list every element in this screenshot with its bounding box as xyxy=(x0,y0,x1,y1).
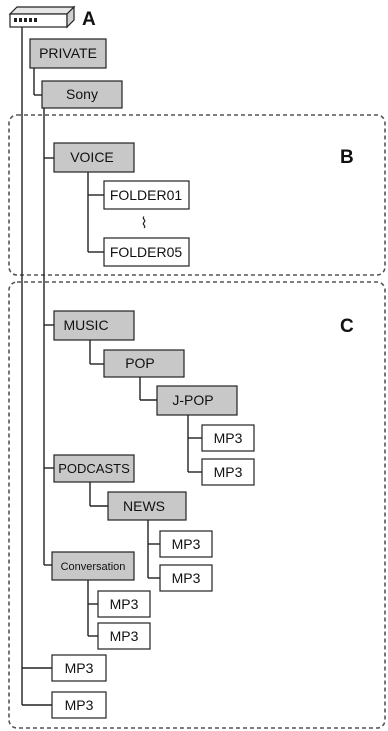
folder-folder01-label: FOLDER01 xyxy=(110,187,183,203)
file-news-mp3-2-label: MP3 xyxy=(172,570,201,586)
folder-voice: VOICE xyxy=(53,142,135,173)
region-c-box xyxy=(8,281,386,729)
file-jpop-mp3-1: MP3 xyxy=(201,424,255,452)
file-root-mp3-1: MP3 xyxy=(51,654,107,682)
file-jpop-mp3-2: MP3 xyxy=(201,458,255,486)
folder-jpop: J-POP xyxy=(156,385,238,416)
file-conversation-mp3-1: MP3 xyxy=(97,590,151,618)
folder-conversation: Conversation xyxy=(51,551,135,581)
folder-news: NEWS xyxy=(107,491,187,521)
region-b-box xyxy=(8,114,386,276)
folder-pop-label: POP xyxy=(125,355,155,371)
folder-private-label: PRIVATE xyxy=(39,45,97,61)
file-conversation-mp3-2-label: MP3 xyxy=(110,628,139,644)
marker-a: A xyxy=(82,9,96,30)
file-root-mp3-2-label: MP3 xyxy=(65,697,94,713)
folder-podcasts: PODCASTS xyxy=(53,454,135,483)
storage-device-icon xyxy=(8,5,76,29)
marker-c: C xyxy=(340,316,354,337)
folder-news-label: NEWS xyxy=(123,498,165,514)
file-jpop-mp3-2-label: MP3 xyxy=(214,464,243,480)
folder-private: PRIVATE xyxy=(29,38,107,69)
file-root-mp3-2: MP3 xyxy=(51,691,107,719)
file-news-mp3-1: MP3 xyxy=(159,530,213,558)
folder-sony: Sony xyxy=(41,80,123,109)
file-root-mp3-1-label: MP3 xyxy=(65,660,94,676)
folder-sony-label: Sony xyxy=(66,86,98,102)
folder-folder05-label: FOLDER05 xyxy=(110,244,183,260)
file-jpop-mp3-1-label: MP3 xyxy=(214,430,243,446)
folder-jpop-label: J-POP xyxy=(172,392,213,408)
folder-voice-label: VOICE xyxy=(70,149,114,165)
file-conversation-mp3-2: MP3 xyxy=(97,622,151,650)
folder-music-label: MUSIC xyxy=(63,317,108,333)
folder-ellipsis: ⌇ xyxy=(140,214,147,232)
file-news-mp3-2: MP3 xyxy=(159,564,213,592)
file-news-mp3-1-label: MP3 xyxy=(172,536,201,552)
marker-b: B xyxy=(340,147,354,168)
folder-pop: POP xyxy=(103,349,185,378)
folder-podcasts-label: PODCASTS xyxy=(58,461,130,476)
folder-music: MUSIC xyxy=(53,310,135,341)
tree-connectors xyxy=(21,26,202,706)
folder-conversation-label: Conversation xyxy=(61,561,126,573)
file-conversation-mp3-1-label: MP3 xyxy=(110,596,139,612)
folder-folder01: FOLDER01 xyxy=(103,180,190,210)
folder-folder05: FOLDER05 xyxy=(103,237,190,267)
